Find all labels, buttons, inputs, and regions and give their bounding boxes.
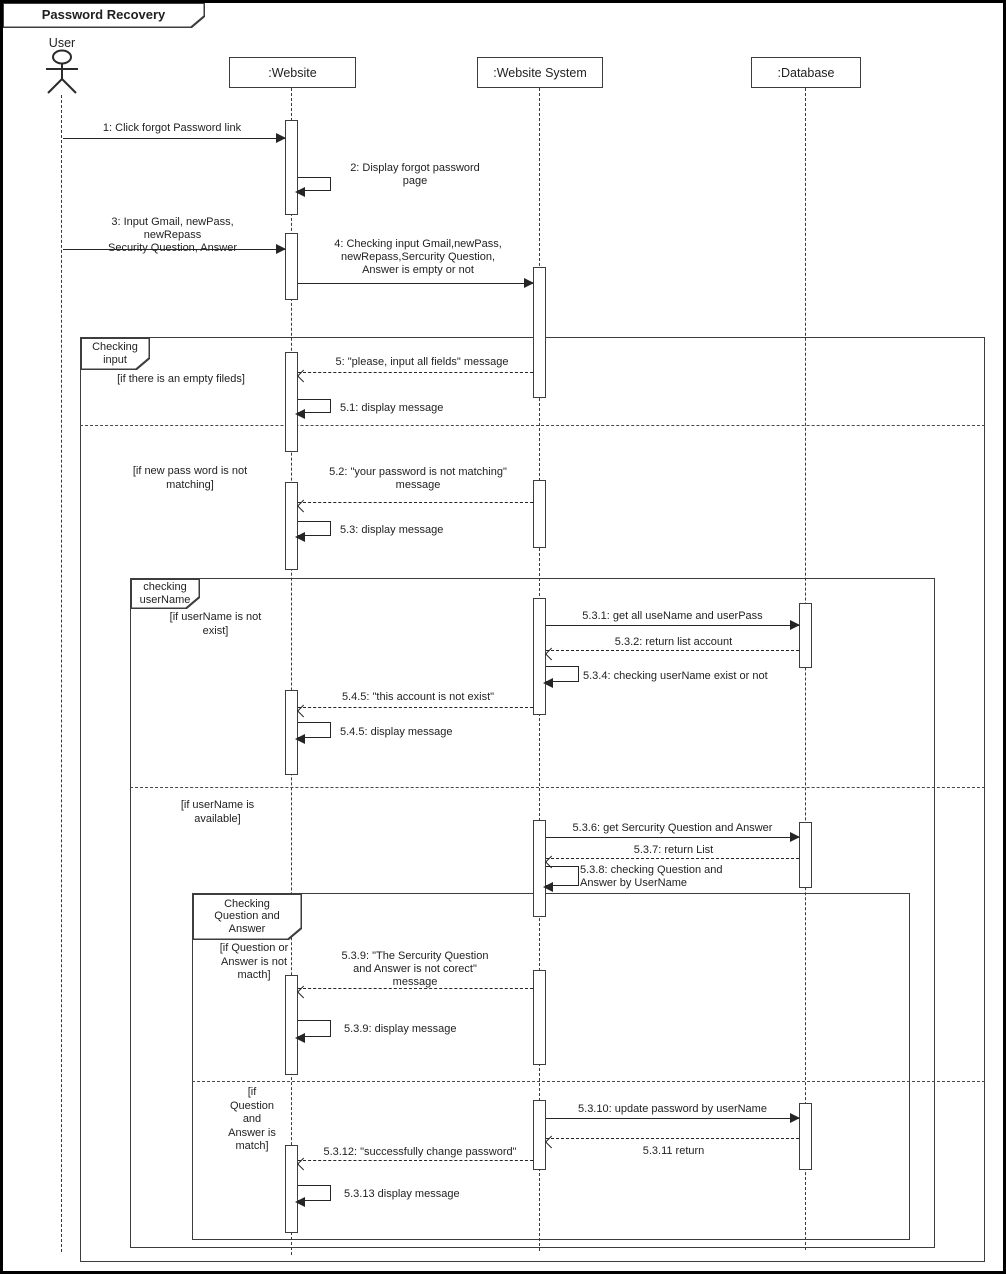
- message-label-3: 3: Input Gmail, newPass, newRepass Secur…: [107, 216, 237, 254]
- lifeline-head-database: :Database: [751, 57, 861, 88]
- activation-websystem-2: [533, 480, 546, 548]
- message-arrow-5-3-10: [546, 1113, 800, 1123]
- message-label-5-3-1: 5.3.1: get all useName and userPass: [582, 610, 763, 622]
- message-arrow-5-3-7: [546, 858, 799, 859]
- message-label-5-4-5-return: 5.4.5: "this account is not exist": [341, 691, 495, 703]
- frame-checking-input-divider: [80, 425, 985, 426]
- message-label-5-3-13: 5.3.13 display message: [344, 1188, 460, 1200]
- activation-website-1: [285, 120, 298, 215]
- frame-checking-question-answer: [192, 893, 910, 1240]
- activation-website-5: [285, 690, 298, 775]
- message-label-5-3-2: 5.3.2: return list account: [614, 636, 733, 648]
- lifeline-database: [805, 88, 806, 1250]
- message-arrow-2-self: [295, 177, 331, 197]
- frame-checking-username-label: checking userName: [139, 581, 191, 606]
- activation-website-3: [285, 352, 298, 452]
- message-arrow-5-3-9-return: [298, 988, 533, 989]
- message-arrow-5-3-9-self: [295, 1020, 331, 1043]
- message-arrow-1: [63, 133, 286, 143]
- message-arrow-5: [298, 372, 533, 373]
- message-label-5-2: 5.2: "your password is not matching" mes…: [329, 466, 507, 491]
- frame-checking-username-divider: [130, 787, 985, 788]
- message-arrow-5-3-2: [546, 650, 799, 651]
- message-label-1: 1: Click forgot Password link: [102, 122, 242, 134]
- message-label-5-3-6: 5.3.6: get Sercurity Question and Answer: [572, 822, 773, 834]
- guard-username-available: [if userName is available]: [180, 799, 255, 825]
- message-arrow-5-3-self: [295, 521, 331, 542]
- activation-database-1: [799, 603, 812, 668]
- guard-question-answer-not-match: [if Question or Answer is not macth]: [219, 942, 289, 981]
- frame-checking-question-answer-label: Checking Question and Answer: [214, 897, 280, 935]
- message-arrow-5-3-8-self: [543, 866, 579, 892]
- message-arrow-5-3-1: [546, 620, 800, 630]
- message-arrow-3: [63, 244, 286, 254]
- message-label-5-3-12: 5.3.12: "successfully change password": [323, 1146, 517, 1158]
- frame-checking-question-answer-divider: [192, 1081, 985, 1082]
- activation-website-7: [285, 1145, 298, 1233]
- actor-user-icon: [42, 49, 82, 100]
- frame-checking-username: [130, 578, 935, 1248]
- activation-websystem-4: [533, 820, 546, 917]
- guard-question-answer-match: [if Question and Answer is match]: [228, 1086, 276, 1152]
- message-label-4: 4: Checking input Gmail,newPass, newRepa…: [334, 238, 502, 276]
- activation-website-6: [285, 975, 298, 1075]
- message-label-5-3-7: 5.3.7: return List: [633, 844, 714, 856]
- activation-websystem-3: [533, 598, 546, 715]
- message-arrow-5-3-12: [298, 1160, 533, 1161]
- activation-database-2: [799, 822, 812, 888]
- guard-username-not-exist: [if userName is not exist]: [169, 611, 262, 637]
- activation-database-3: [799, 1103, 812, 1170]
- message-arrow-5-3-13-self: [295, 1185, 331, 1207]
- message-label-5-3-11: 5.3.11 return: [642, 1145, 705, 1157]
- guard-password-not-matching: [if new pass word is not matching]: [132, 465, 248, 491]
- message-label-2: 2: Display forgot password page: [350, 162, 480, 187]
- message-arrow-5-3-6: [546, 832, 800, 842]
- message-label-5-4-5-display: 5.4.5: display message: [340, 726, 453, 738]
- message-arrow-5-2: [298, 502, 533, 503]
- frame-checking-question-answer-tab: Checking Question and Answer: [192, 893, 302, 940]
- diagram-title-tab: Password Recovery: [2, 2, 205, 28]
- frame-checking-username-tab: checking userName: [130, 578, 200, 609]
- activation-websystem-1: [533, 267, 546, 398]
- message-label-5-3-4: 5.3.4: checking userName exist or not: [583, 670, 768, 682]
- guard-empty-fields: [if there is an empty fileds]: [117, 373, 245, 385]
- message-arrow-5-4-5-return: [298, 707, 533, 708]
- message-label-5-3-10: 5.3.10: update password by userName: [578, 1103, 767, 1115]
- message-arrow-5-4-5-self: [295, 722, 331, 744]
- activation-websystem-6: [533, 1100, 546, 1170]
- lifeline-head-website: :Website: [229, 57, 356, 88]
- frame-checking-input-tab: Checking input: [80, 337, 150, 370]
- message-label-5-3-9-display: 5.3.9: display message: [344, 1023, 457, 1035]
- activation-website-2: [285, 233, 298, 300]
- message-label-5-1: 5.1: display message: [340, 402, 444, 414]
- message-arrow-5-3-11: [546, 1138, 799, 1139]
- message-label-5-3: 5.3: display message: [340, 524, 444, 536]
- message-arrow-5-1-self: [295, 399, 331, 419]
- frame-checking-input: [80, 337, 985, 1262]
- diagram-title: Password Recovery: [41, 6, 166, 22]
- message-arrow-4: [298, 278, 534, 288]
- message-label-5: 5: "please, input all fields" message: [335, 356, 509, 368]
- message-arrow-5-3-4-self: [543, 666, 579, 688]
- lifeline-user: [61, 95, 62, 1252]
- message-label-5-3-9-return: 5.3.9: "The Sercurity Question and Answe…: [341, 950, 489, 988]
- activation-websystem-5: [533, 970, 546, 1065]
- lifeline-website: [291, 88, 292, 1255]
- lifeline-head-website-system: :Website System: [477, 57, 603, 88]
- frame-checking-input-label: Checking input: [92, 341, 138, 366]
- actor-user-label: User: [48, 36, 76, 50]
- message-label-5-3-8: 5.3.8: checking Question and Answer by U…: [580, 864, 723, 889]
- activation-website-4: [285, 482, 298, 570]
